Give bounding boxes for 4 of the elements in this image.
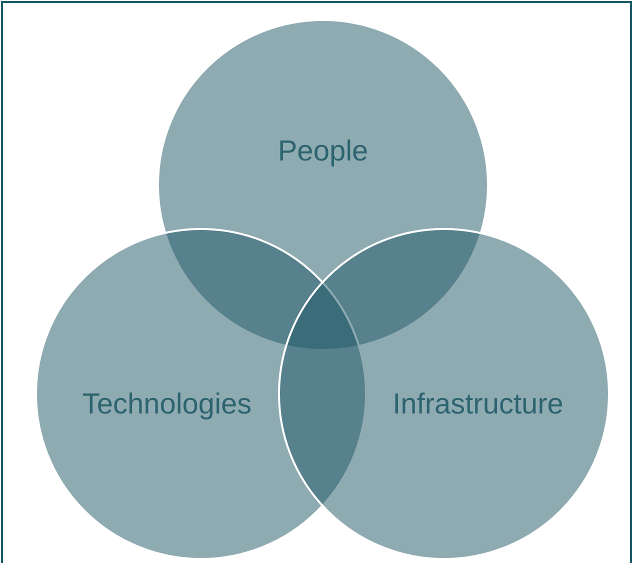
venn-circle — [278, 228, 610, 560]
circle-label: People — [278, 136, 368, 168]
circle-label: Infrastructure — [392, 388, 564, 422]
circle-label: Technologies — [82, 388, 252, 422]
